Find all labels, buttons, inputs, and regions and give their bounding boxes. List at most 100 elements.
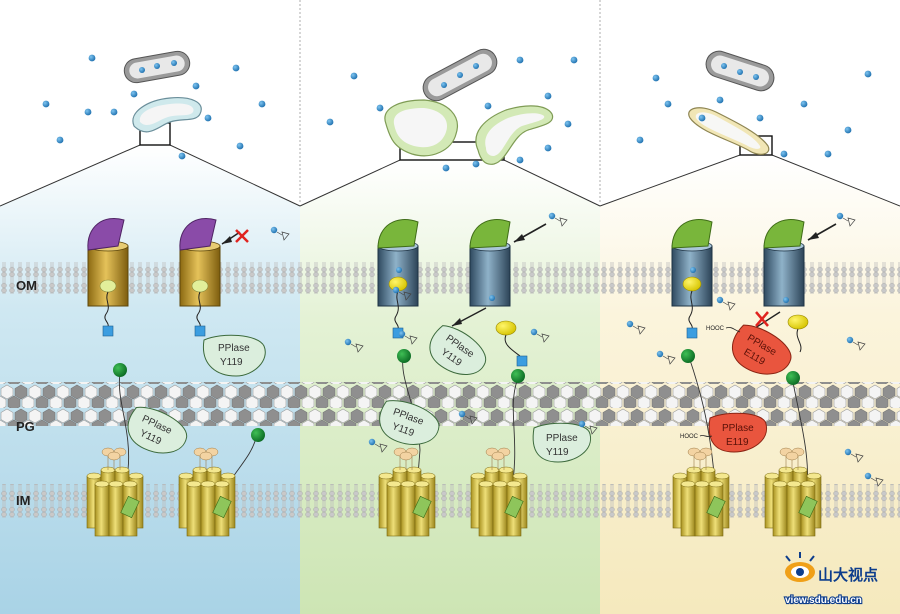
block-x-icon: [235, 229, 249, 243]
block-x-icon: [755, 311, 769, 327]
outer-membrane-bilayer: [0, 262, 900, 294]
outer-membrane: [0, 262, 900, 294]
particle: [544, 144, 552, 152]
im-label: IM: [16, 493, 30, 508]
hooc-tail-1: HOOC: [706, 326, 725, 332]
im-transporter: [378, 447, 436, 537]
om-barrel-p1-b: [179, 218, 249, 337]
enzyme-label-7: PPlase: [722, 423, 754, 434]
free-particles: [42, 54, 872, 172]
cell-lysing-2b: [475, 105, 554, 165]
substrate-molecule: [716, 296, 736, 311]
om-barrel-p1-a: [87, 218, 129, 337]
purple-cap: [179, 218, 217, 251]
cell-grey-1: [123, 50, 191, 84]
particle: [864, 70, 872, 78]
particle: [472, 160, 480, 168]
substrate-molecules: [270, 212, 884, 487]
particle: [110, 108, 118, 116]
cell-grey-2: [422, 48, 498, 102]
im-transporter: [86, 447, 144, 537]
purple-cap: [87, 218, 125, 251]
substrate-molecule: [836, 212, 856, 227]
particle: [178, 152, 186, 160]
particle: [88, 54, 96, 62]
om-barrel-p3-b: [751, 219, 837, 353]
substrate-molecule: [270, 226, 290, 241]
im-transporter: [178, 447, 236, 537]
particle: [232, 64, 240, 72]
inner-membrane-bilayer: [0, 484, 900, 518]
watermark-logo: [785, 552, 815, 582]
cell-grey-3: [705, 50, 775, 92]
cell-lysing-3: [688, 107, 770, 155]
enzyme-site-5: Y119: [546, 447, 569, 458]
substrate-molecule: [548, 212, 568, 227]
particle: [570, 56, 578, 64]
substrate-molecule: [656, 350, 676, 365]
enzyme-p2-upper: PPlase Y119: [429, 325, 487, 375]
enzyme-p1-lower: PPlase Y119: [127, 406, 188, 454]
panel-3: [599, 135, 900, 614]
substrate-molecule: [578, 420, 598, 435]
substrate-molecule: [864, 472, 884, 487]
green-cap: [763, 219, 805, 249]
particle: [652, 74, 660, 82]
om-barrel-p2-b: [451, 219, 547, 367]
particle: [376, 104, 384, 112]
particle: [780, 150, 788, 158]
substrate-molecule: [368, 438, 388, 453]
particle: [716, 96, 724, 104]
particle: [516, 56, 524, 64]
watermark: 山大视点 view.sdu.edu.cn: [784, 552, 878, 607]
im-proteins: [86, 447, 822, 537]
particle: [192, 82, 200, 90]
particle: [756, 114, 764, 122]
enzyme-p2-lower-right: PPlase Y119: [532, 422, 592, 463]
particle: [326, 118, 334, 126]
substrate-molecule: [398, 330, 418, 345]
substrate-molecule: [344, 338, 364, 353]
particle: [236, 142, 244, 150]
cell-lysing-1: [132, 97, 202, 133]
enzyme-p3-lower: PPlase E119 HOOC: [680, 412, 768, 453]
substrate-molecule: [530, 328, 550, 343]
substrate-molecule: [844, 448, 864, 463]
hooc-tail-2: HOOC: [680, 434, 699, 440]
enzyme-site-1: Y119: [220, 357, 243, 368]
pg-label: PG: [16, 419, 35, 434]
particle: [824, 150, 832, 158]
particle: [564, 120, 572, 128]
particle: [130, 90, 138, 98]
particle: [204, 114, 212, 122]
substrate-molecule: [392, 286, 412, 301]
panel-1-background: [0, 145, 300, 614]
particle: [664, 100, 672, 108]
particle: [42, 100, 50, 108]
particle: [442, 164, 450, 172]
particle: [350, 72, 358, 80]
im-transporter: [672, 447, 730, 537]
om-barrel-p2-a: [377, 219, 419, 339]
watermark-url: view.sdu.edu.cn: [785, 595, 862, 606]
particle: [484, 102, 492, 110]
cell-lysing-2a: [384, 99, 458, 157]
substrate-molecule: [626, 320, 646, 335]
enzyme-label-1: PPlase: [218, 343, 250, 354]
om-barrel-p3-a: [671, 219, 713, 339]
enzyme-p3-upper: PPlase E119 HOOC: [706, 324, 792, 375]
green-cap: [469, 219, 511, 249]
enzyme-p1-upper: PPlase Y119: [202, 334, 266, 377]
green-cap: [671, 219, 713, 249]
inner-membrane: [0, 484, 900, 518]
im-transporter: [764, 447, 822, 537]
watermark-name: 山大视点: [818, 566, 878, 584]
substrate-molecule: [458, 410, 478, 425]
panel-2: [299, 141, 601, 614]
particle: [844, 126, 852, 134]
substrate-molecule: [846, 336, 866, 351]
om-label: OM: [16, 278, 37, 293]
im-transporter: [470, 447, 528, 537]
